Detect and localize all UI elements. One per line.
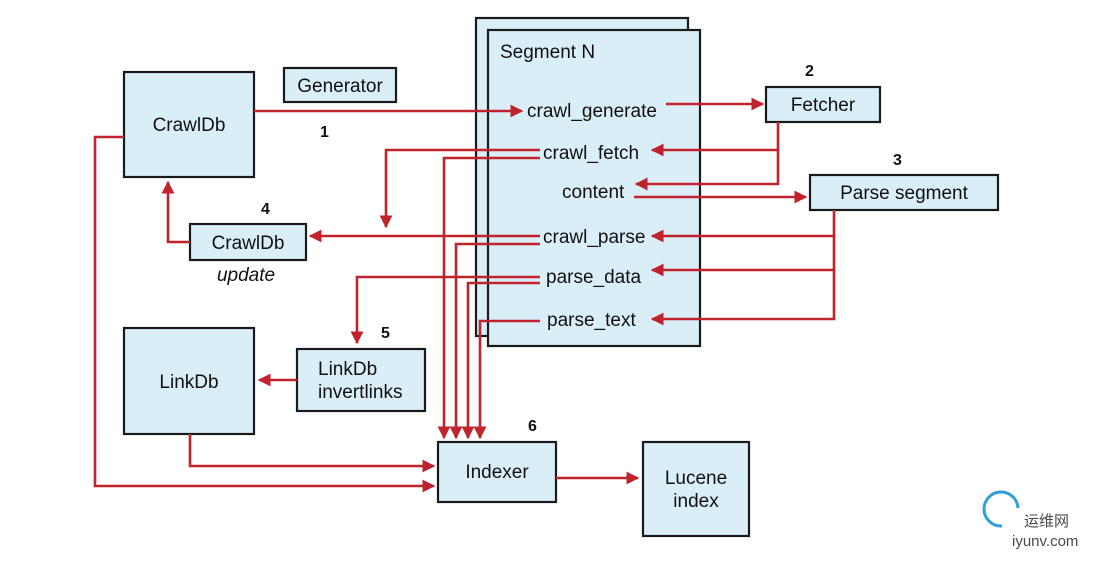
linkdb-invertlinks-line1: LinkDb [318, 359, 377, 380]
arrow-fetcher-to-content [634, 150, 780, 191]
generator-box [282, 66, 398, 104]
update-caption: update [217, 265, 275, 286]
watermark-logo: 运维网 iyunv.com [982, 490, 1078, 550]
arrow-linkdb-to-indexer [188, 434, 436, 473]
parse-segment-box [808, 173, 1000, 212]
indexer-box [436, 440, 558, 504]
arrow-update-to-crawldb [161, 180, 190, 244]
segment-item-content: content [562, 182, 625, 203]
linkdb-box [122, 326, 256, 436]
segment-item-crawl-parse: crawl_parse [543, 227, 645, 248]
step-6-number: 6 [528, 418, 537, 435]
crawldb-box [122, 70, 256, 179]
step-3-number: 3 [893, 152, 902, 169]
segment-title: Segment N [500, 42, 595, 63]
linkdb-label: LinkDb [159, 372, 218, 393]
crawldb-update-box [188, 222, 308, 262]
arrow-crawl-fetch-to-indexer [437, 156, 540, 440]
arrow-crawldb-to-indexer [93, 135, 436, 493]
crawldb-update-label: CrawlDb [212, 233, 285, 254]
fetcher-label: Fetcher [791, 95, 856, 116]
arrow-parse-data-to-indexer [461, 281, 540, 440]
arrow-crawl-parse-to-indexer [449, 242, 540, 440]
fetcher-box [764, 85, 882, 124]
lucene-label-line1: Lucene [665, 468, 727, 489]
segment-item-parse-data: parse_data [546, 267, 642, 288]
indexer-label: Indexer [465, 462, 529, 483]
segment-item-crawl-fetch: crawl_fetch [543, 143, 639, 164]
watermark-line1: 运维网 [1024, 513, 1069, 530]
segment-box [486, 28, 702, 348]
step-4-number: 4 [261, 201, 270, 218]
arrow-parse-data-to-invertlinks [350, 275, 540, 345]
generator-label: Generator [297, 76, 383, 97]
lucene-label-line2: index [673, 491, 719, 512]
arrow-parse-to-parse-text [650, 270, 836, 326]
parse-segment-label: Parse segment [840, 183, 969, 204]
watermark-line2: iyunv.com [1012, 533, 1078, 550]
arrow-crawl-fetch-to-update [379, 148, 540, 229]
crawldb-label: CrawlDb [153, 115, 226, 136]
arrow-parse-text-to-indexer [473, 319, 540, 440]
lucene-index-box [641, 440, 751, 538]
segment-item-parse-text: parse_text [547, 310, 636, 331]
step-5-number: 5 [381, 325, 390, 342]
step-1-number: 1 [320, 124, 329, 141]
segment-item-crawl-generate: crawl_generate [527, 101, 657, 122]
linkdb-invertlinks-line2: invertlinks [318, 382, 402, 403]
watermark-swoosh-icon [982, 490, 1020, 528]
step-2-number: 2 [805, 63, 814, 80]
